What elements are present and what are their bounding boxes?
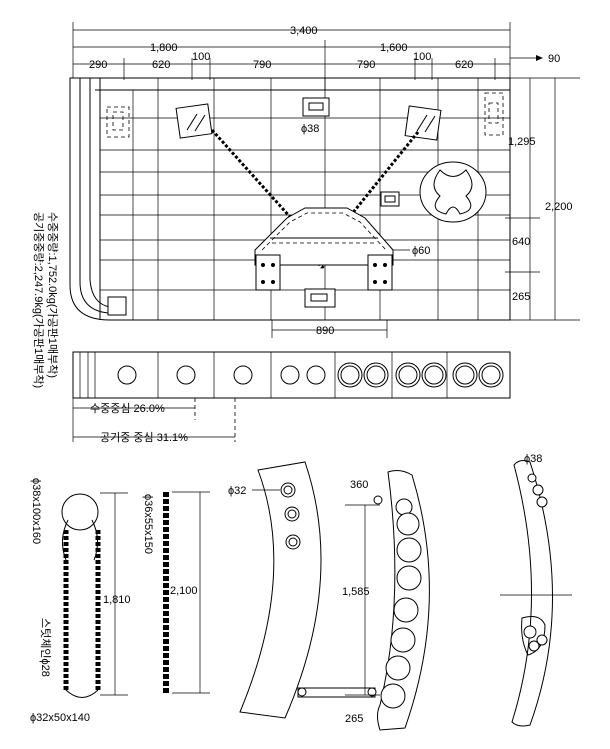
- chain-detail-a: 1,810 ϕ38x100x160 스텃체인ϕ28 ϕ32x50x140: [30, 478, 131, 724]
- float-symbol: [419, 161, 487, 223]
- dim-seg-790-left: 790: [253, 59, 271, 71]
- dim-total-width: 3,400: [290, 25, 318, 37]
- chain-a-spec-top: ϕ38x100x160: [30, 478, 42, 544]
- dim-height-265: 265: [512, 291, 530, 303]
- chain-a-spec-bottom: ϕ32x50x140: [30, 712, 90, 724]
- shackle-right: [404, 105, 442, 141]
- curved-plate-pipe: ϕ32: [228, 485, 246, 497]
- dim-seg-620-right: 620: [455, 59, 473, 71]
- rib-height-dimension: 1,585: [342, 586, 370, 598]
- dim-seg-100-right: 100: [413, 51, 431, 63]
- chain-a-length: 1,810: [103, 594, 131, 606]
- dim-left-half: 1,800: [150, 42, 178, 54]
- dim-right-edge: 90: [548, 53, 560, 65]
- dim-height-1295: 1,295: [508, 136, 536, 148]
- side-rib-detail: ϕ38: [500, 453, 572, 727]
- dim-seg-290: 290: [89, 59, 107, 71]
- bottom-width-dimension: 890: [271, 320, 388, 338]
- right-dimensions: 1,295 640 265 2,200: [505, 77, 580, 321]
- side-rib-pipe: ϕ38: [524, 453, 542, 465]
- dim-seg-100-left: 100: [192, 51, 210, 63]
- rib-top-dimension: 360: [350, 479, 368, 491]
- chain-b-length: 2,100: [170, 585, 198, 597]
- dim-total-height: 2,200: [545, 201, 573, 213]
- curved-rib-detail: 360 1,585 265: [297, 470, 430, 731]
- center-frame: [254, 191, 400, 308]
- callout-pipe-top: ϕ38: [301, 123, 319, 135]
- air-center-label: 공기중 중심 31.1%: [100, 431, 188, 444]
- rib-bottom-dimension: 265: [345, 713, 363, 725]
- shackle-left: [175, 103, 213, 139]
- callout-pipe-mid: ϕ60: [412, 245, 430, 257]
- plan-view-panel: ϕ38 ϕ60: [69, 77, 511, 321]
- water-center-label: 수중중심 26.0%: [90, 402, 165, 415]
- side-strip: [72, 351, 511, 399]
- dim-seg-620-left: 620: [152, 59, 170, 71]
- curved-plate-detail: ϕ32: [228, 461, 322, 719]
- dim-seg-790-right: 790: [357, 59, 375, 71]
- chain-a-label: 스텃체인ϕ28: [39, 618, 52, 677]
- chain-detail-b: 2,100 ϕ36x55x150: [142, 491, 210, 694]
- center-of-gravity-lines: 수중중심 26.0% 공기중 중심 31.1%: [72, 398, 236, 444]
- water-weight-label: 수중중량:1,752.0kg(가공판1매부착): [46, 212, 59, 378]
- dim-right-half: 1,600: [380, 42, 408, 54]
- chain-b-spec: ϕ36x55x150: [142, 494, 154, 554]
- dim-height-640: 640: [512, 236, 530, 248]
- air-weight-label: 공기중중량:2,247.9kg(가공판1매부착): [32, 212, 45, 388]
- top-dimensions: 3,400 1,800 1,600 290 620 100 790 790 10…: [72, 22, 560, 90]
- dim-bottom-width: 890: [316, 325, 334, 337]
